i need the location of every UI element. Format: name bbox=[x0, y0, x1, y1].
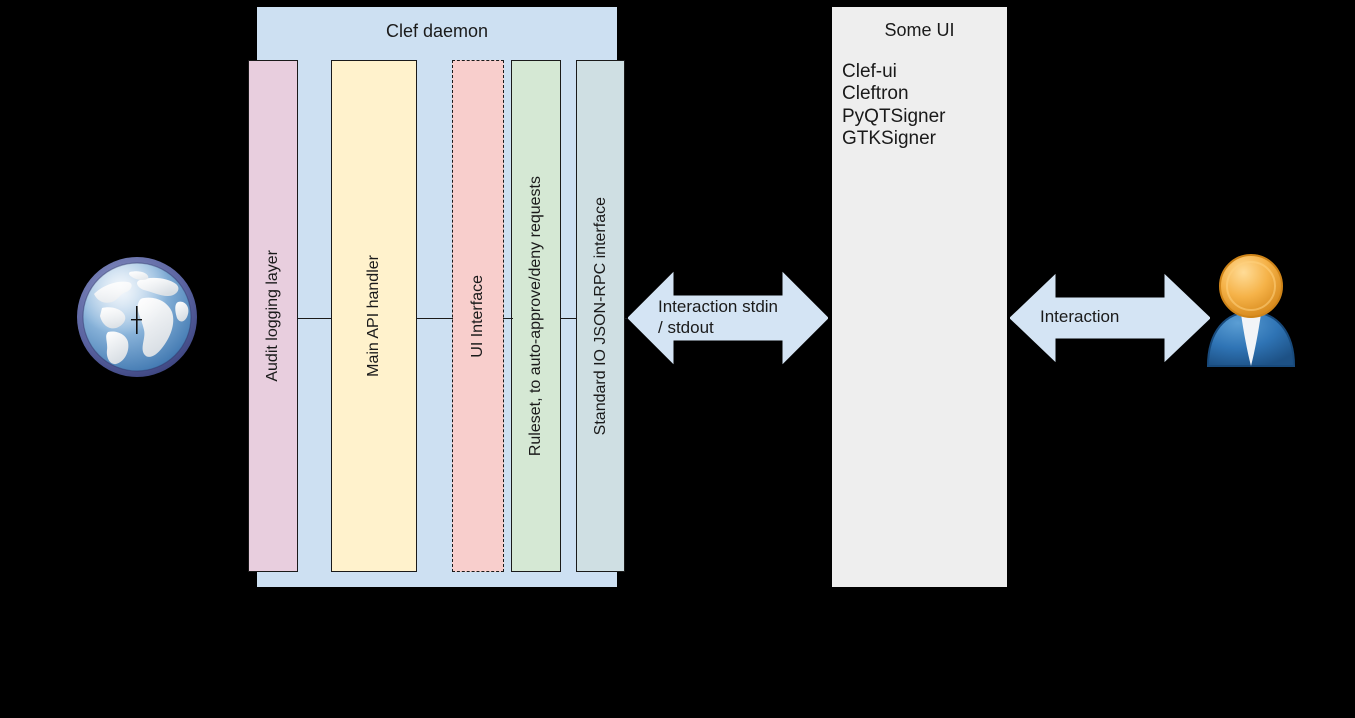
column-label-api: Main API handler bbox=[365, 255, 382, 377]
column-audit-logging-layer[interactable]: Audit logging layer bbox=[248, 60, 298, 572]
some-ui-list: Clef-ui Cleftron PyQTSigner GTKSigner bbox=[842, 61, 1002, 151]
connector-line-ruleset-to-jsonrpc bbox=[560, 318, 577, 319]
arrow-label-interaction-stdio: Interaction stdin / stdout bbox=[658, 297, 779, 337]
clef-daemon-title: Clef daemon bbox=[385, 21, 489, 41]
connector-line-ui-to-ruleset bbox=[503, 318, 513, 319]
connector-line-api-to-ui bbox=[416, 318, 453, 319]
column-label-jsonrpc: Standard IO JSON-RPC interface bbox=[591, 196, 609, 436]
user-icon bbox=[1202, 250, 1300, 368]
connector-line-jsonrpc-to-arrow bbox=[624, 318, 630, 319]
list-item[interactable]: Cleftron bbox=[842, 83, 909, 105]
connector-line-audit-to-api bbox=[297, 318, 332, 319]
some-ui-panel: Some UI Clef-ui Cleftron PyQTSigner GTKS… bbox=[832, 7, 1007, 587]
column-label-audit: Audit logging layer bbox=[264, 250, 281, 382]
arrow-label-interaction-user: Interaction bbox=[1040, 307, 1120, 326]
column-ui-interface[interactable]: UI Interface bbox=[452, 60, 504, 572]
globe-icon bbox=[72, 252, 202, 382]
clef-daemon-container: Clef daemon bbox=[257, 7, 617, 587]
column-label-ui: UI Interface bbox=[469, 274, 486, 358]
column-main-api-handler[interactable]: Main API handler bbox=[331, 60, 417, 572]
arrow-interaction-stdio: Interaction stdin / stdout bbox=[628, 268, 828, 368]
column-standard-io-json-rpc-interface[interactable]: Standard IO JSON-RPC interface bbox=[576, 60, 625, 572]
list-item[interactable]: Clef-ui bbox=[842, 61, 897, 82]
list-item[interactable]: PyQTSigner bbox=[842, 105, 946, 127]
column-ruleset[interactable]: Ruleset, to auto-approve/deny requests bbox=[511, 60, 561, 572]
column-label-ruleset: Ruleset, to auto-approve/deny requests bbox=[527, 175, 544, 457]
some-ui-title: Some UI bbox=[884, 20, 955, 40]
list-item[interactable]: GTKSigner bbox=[842, 128, 936, 150]
arrow-interaction-user: Interaction bbox=[1010, 273, 1210, 363]
